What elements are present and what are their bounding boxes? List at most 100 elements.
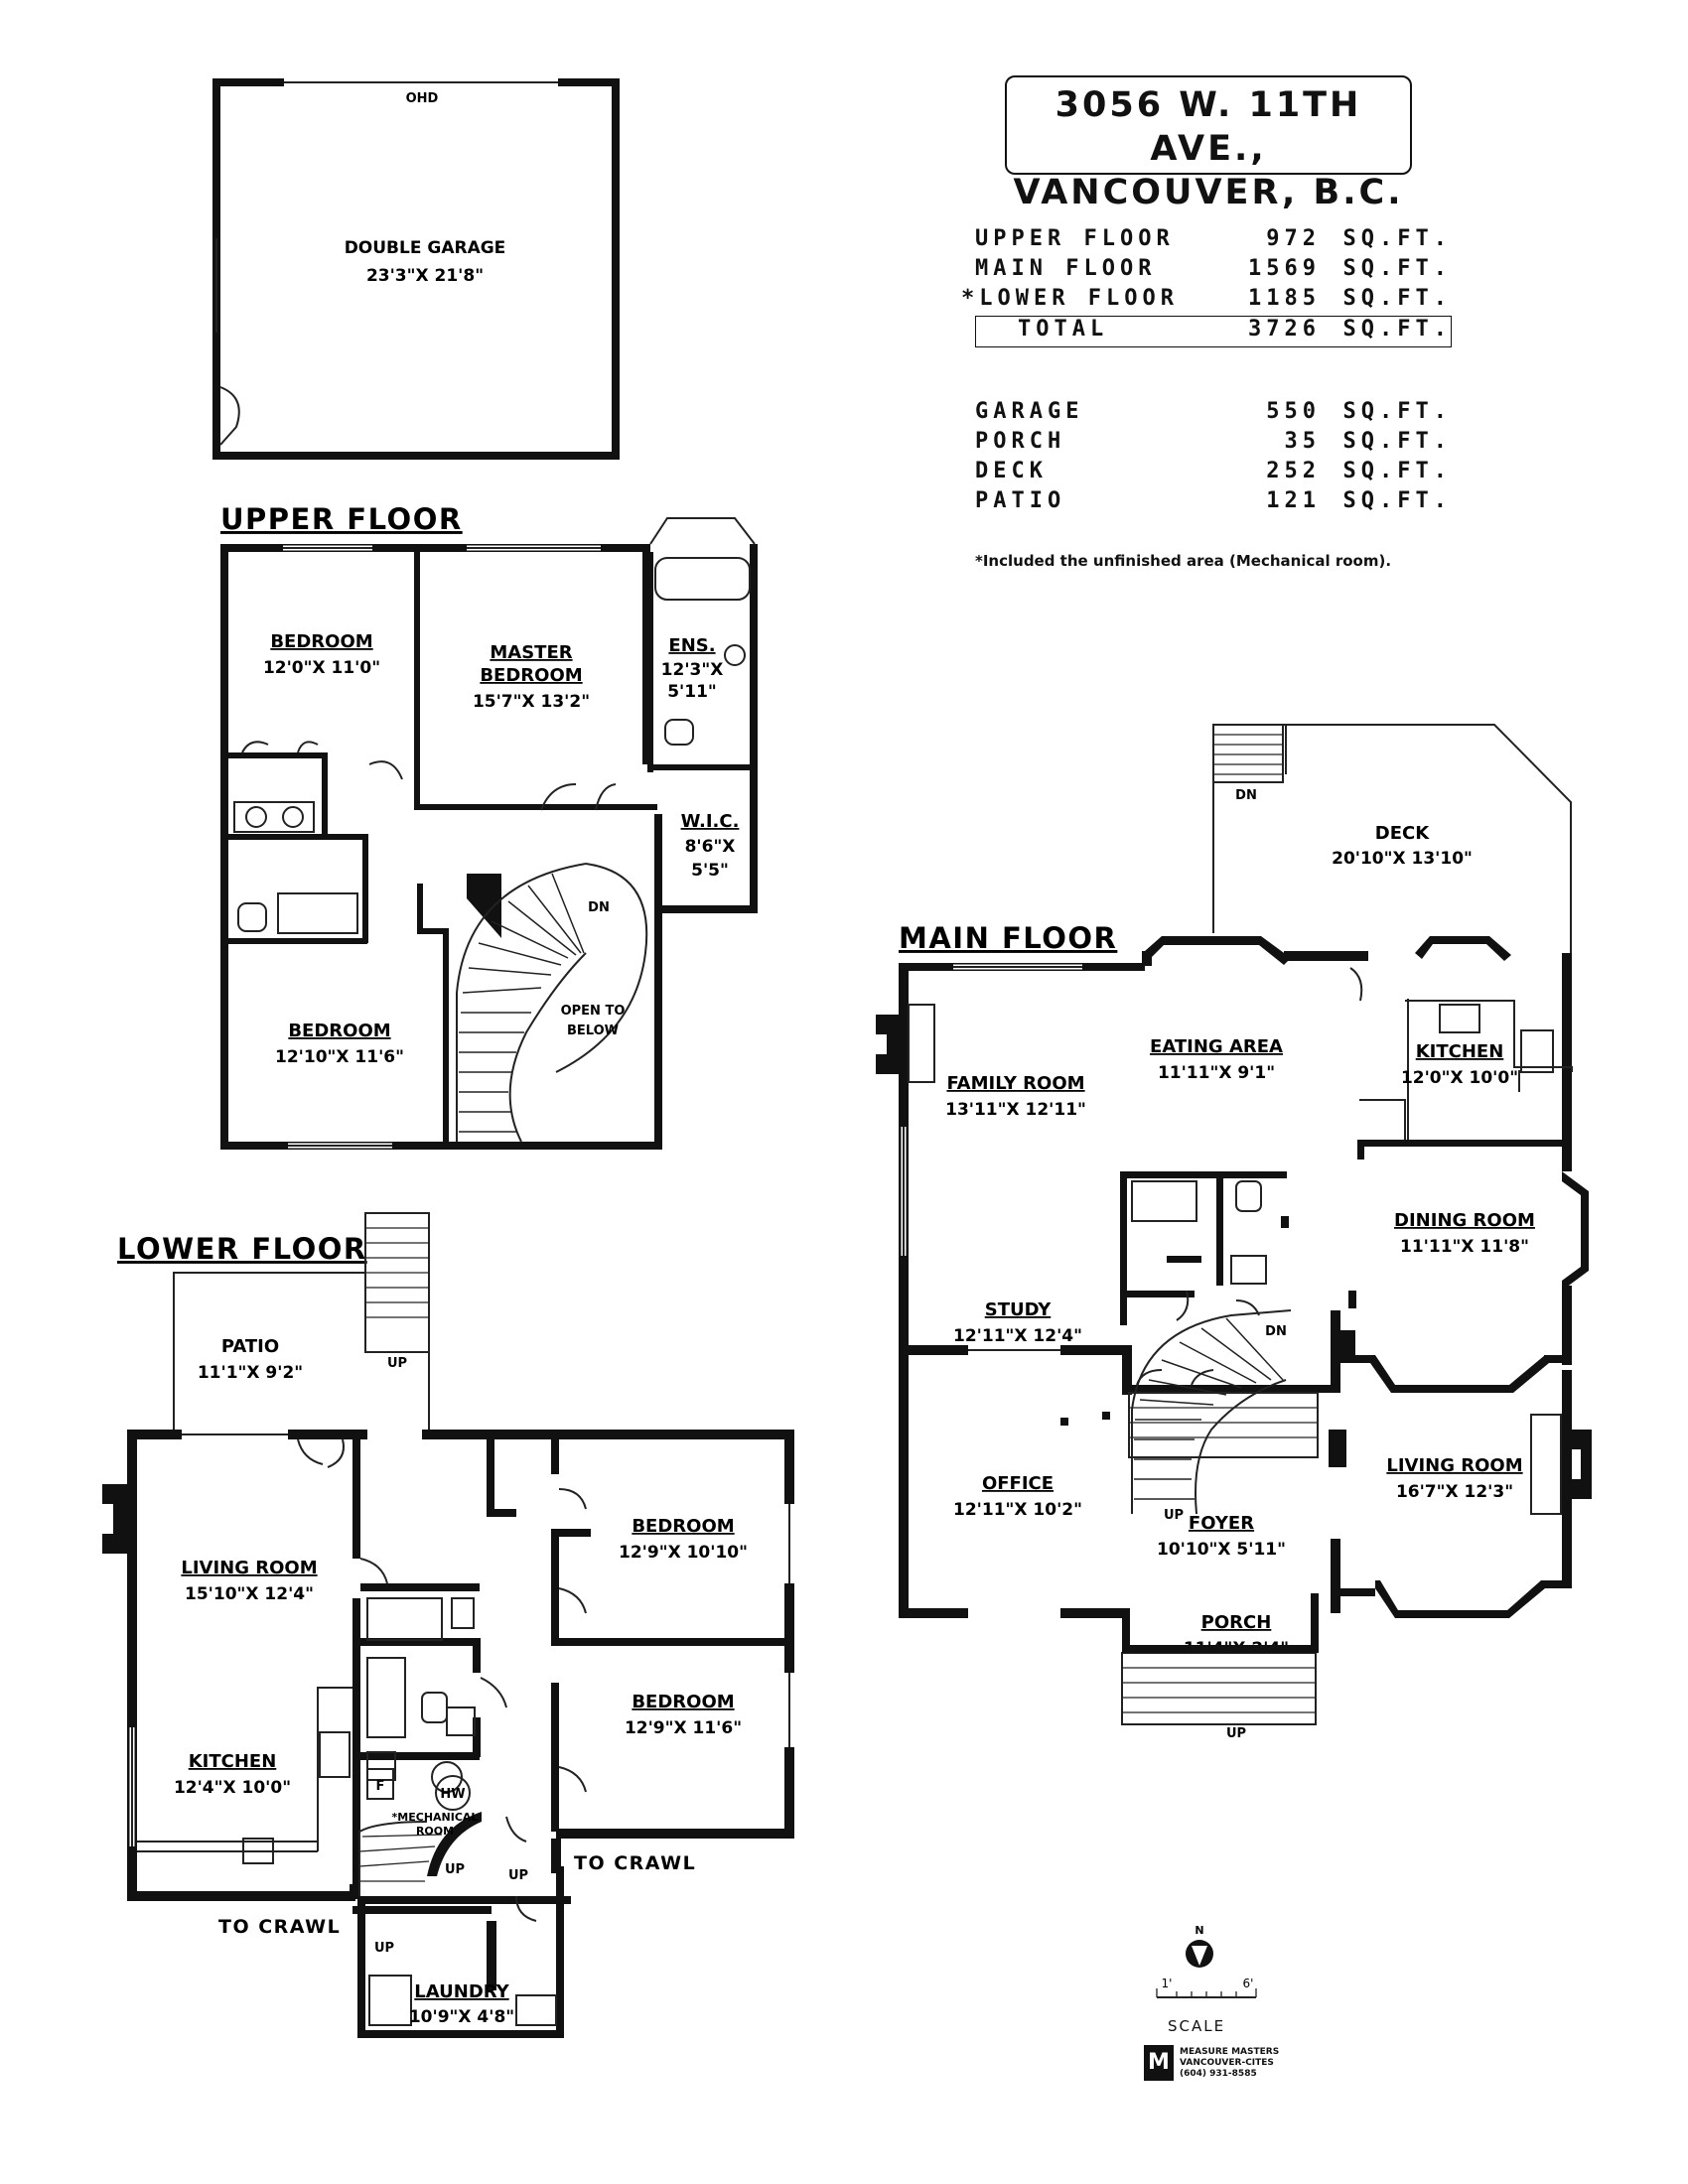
main-room-dim: 20'10"X 13'10" [1332, 849, 1473, 869]
measure-masters-logo: M [1144, 2045, 1174, 2081]
upper-room-dim: 12'10"X 11'6" [275, 1047, 404, 1067]
scale-left: 1' [1162, 1977, 1173, 1990]
area-unit: SQ.FT. [1342, 286, 1452, 311]
main-room-name: PORCH [1201, 1612, 1272, 1633]
lower-room-name: LIVING ROOM [181, 1558, 317, 1578]
main-room-dim: 12'0"X 10'0" [1401, 1068, 1518, 1088]
scale-label: SCALE [1168, 2017, 1226, 2035]
area-value: 550 [1266, 399, 1321, 424]
lower-room-name: LAUNDRY [414, 1981, 509, 2002]
main-room-dim: 11'11"X 9'1" [1158, 1063, 1275, 1083]
area-name: MAIN FLOOR [975, 256, 1157, 281]
garage-dim: 23'3"X 21'8" [366, 266, 484, 286]
lower-floor-title: LOWER FLOOR [117, 1232, 367, 1266]
area-name: PATIO [975, 488, 1066, 513]
upper-room-dim: 5'5" [691, 861, 729, 881]
upper-open-label: OPEN TO [561, 1004, 626, 1019]
garage-name: DOUBLE GARAGE [345, 238, 506, 258]
area-value: 1569 [1248, 256, 1321, 281]
furnace-label: F [376, 1779, 385, 1794]
area-unit: SQ.FT. [1342, 317, 1452, 341]
main-room-name: STUDY [985, 1299, 1052, 1320]
to-crawl-right: TO CRAWL [574, 1852, 696, 1874]
area-value: 1185 [1248, 286, 1321, 311]
porch-up: UP [1226, 1726, 1246, 1741]
lower-up-label: UP [374, 1941, 394, 1956]
compass-north: N [1195, 1924, 1203, 1937]
lower-room-dim: 11'1"X 9'2" [198, 1363, 303, 1383]
main-room-dim: 12'11"X 10'2" [953, 1500, 1082, 1520]
main-room-dim: 11'11"X 11'8" [1400, 1237, 1529, 1257]
deck-stair-dn: DN [1235, 788, 1257, 803]
area-unit: SQ.FT. [1342, 488, 1452, 513]
area-unit: SQ.FT. [1342, 226, 1452, 251]
area-unit: SQ.FT. [1342, 459, 1452, 483]
main-room-dim: 16'7"X 12'3" [1396, 1482, 1513, 1502]
area-row-deck: DECK 252 SQ.FT. [975, 459, 1452, 488]
lower-up-label: UP [445, 1862, 465, 1877]
area-name: DECK [975, 459, 1048, 483]
upper-room-dim: 5'11" [667, 682, 717, 702]
upper-room-name: MASTER [490, 642, 572, 663]
main-room-dim: 12'11"X 12'4" [953, 1326, 1082, 1346]
main-room-name: FOYER [1189, 1513, 1254, 1534]
lower-room-dim: 12'9"X 11'6" [625, 1718, 742, 1738]
address-box: 3056 W. 11TH AVE., VANCOUVER, B.C. [1005, 75, 1412, 212]
lower-room-dim: 12'9"X 10'10" [619, 1543, 748, 1563]
lower-room-name: KITCHEN [189, 1751, 277, 1772]
logo-line: (604) 931-8585 [1180, 2069, 1257, 2079]
upper-open-label: BELOW [567, 1024, 619, 1038]
area-name: *LOWER FLOOR [961, 286, 1179, 311]
mechanical-label: ROOM [416, 1825, 454, 1838]
area-row-total: TOTAL 3726 SQ.FT. [975, 316, 1452, 347]
area-row-garage: GARAGE 550 SQ.FT. [975, 399, 1452, 429]
upper-room-name: BEDROOM [270, 631, 372, 652]
area-footnote: *Included the unfinished area (Mechanica… [975, 552, 1392, 570]
area-row-lower: *LOWER FLOOR 1185 SQ.FT. [961, 286, 1452, 316]
upper-floor-title: UPPER FLOOR [220, 502, 463, 536]
area-value: 252 [1266, 459, 1321, 483]
main-room-dim: 10'10"X 5'11" [1157, 1540, 1286, 1560]
main-room-name: OFFICE [982, 1473, 1054, 1494]
address-line-2: VANCOUVER, B.C. [1013, 173, 1404, 212]
main-stair-dn: DN [1265, 1324, 1287, 1339]
main-room-name: EATING AREA [1150, 1036, 1283, 1057]
area-name: PORCH [975, 429, 1066, 454]
hot-water-label: HW [440, 1787, 465, 1802]
main-stair-up: UP [1164, 1508, 1184, 1523]
area-value: 972 [1266, 226, 1321, 251]
logo-text: MEASURE MASTERS VANCOUVER-CITES (604) 93… [1180, 2047, 1279, 2080]
upper-room-name: ENS. [668, 635, 715, 656]
area-unit: SQ.FT. [1342, 429, 1452, 454]
upper-room-dim: 12'3"X [661, 660, 724, 680]
garage-plan: OHD DOUBLE GARAGE 23'3"X 21'8" [212, 78, 620, 460]
main-room-name: KITCHEN [1416, 1041, 1504, 1062]
main-room-name: DECK [1375, 823, 1430, 844]
lower-room-name: BEDROOM [632, 1692, 734, 1712]
area-value: 121 [1266, 488, 1321, 513]
to-crawl-left: TO CRAWL [218, 1916, 341, 1938]
lower-floor-plan: LOWER FLOOR [102, 1212, 794, 2038]
area-table: UPPER FLOOR 972 SQ.FT. MAIN FLOOR 1569 S… [961, 226, 1452, 518]
upper-room-name: W.I.C. [681, 811, 740, 832]
main-room-name: LIVING ROOM [1386, 1455, 1522, 1476]
lower-room-dim: 12'4"X 10'0" [174, 1778, 291, 1798]
area-row-patio: PATIO 121 SQ.FT. [975, 488, 1452, 518]
main-room-name: FAMILY ROOM [946, 1073, 1084, 1094]
area-name: TOTAL [1018, 317, 1109, 341]
logo-line: MEASURE MASTERS [1180, 2047, 1280, 2057]
garage-door-label: OHD [406, 91, 439, 106]
upper-floor-plan: UPPER FLOOR [220, 502, 758, 1150]
lower-room-dim: 10'9"X 4'8" [409, 2007, 514, 2027]
upper-room-dim: 12'0"X 11'0" [263, 658, 380, 678]
area-name: UPPER FLOOR [975, 226, 1175, 251]
main-floor-title: MAIN FLOOR [899, 921, 1117, 955]
patio-up: UP [387, 1356, 407, 1371]
upper-room-name: BEDROOM [288, 1021, 390, 1041]
upper-room-name: BEDROOM [480, 665, 582, 686]
area-value: 35 [1284, 429, 1321, 454]
area-name: GARAGE [975, 399, 1084, 424]
main-room-dim: 13'11"X 12'11" [945, 1100, 1086, 1120]
lower-room-name: PATIO [221, 1336, 279, 1357]
